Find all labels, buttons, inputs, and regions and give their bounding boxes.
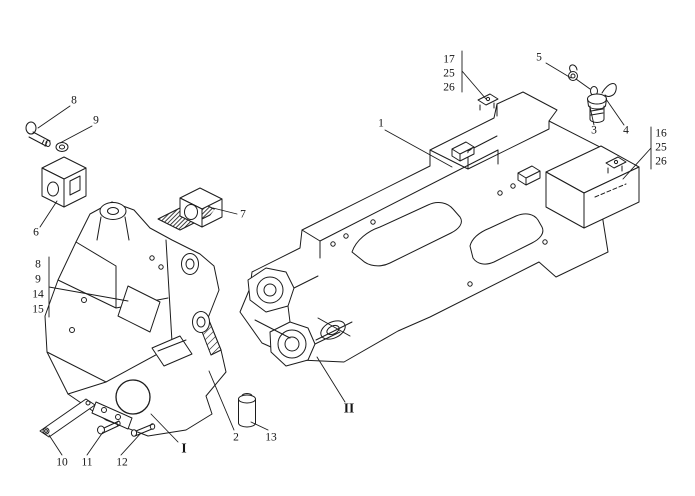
callout-8-left: 8: [35, 258, 41, 271]
callout-2: 2: [233, 431, 239, 444]
bolt-11-art: [97, 420, 121, 435]
callout-5: 5: [536, 51, 542, 64]
callout-11: 11: [81, 456, 93, 469]
washer-9-art: [55, 142, 69, 152]
bracket-6-art: [41, 156, 87, 208]
callout-25-right: 25: [655, 141, 667, 154]
callout-13: 13: [265, 431, 277, 444]
callout-26-right: 26: [655, 155, 667, 168]
cotter-pin-5-art: [568, 64, 598, 96]
rear-frame-art: [239, 91, 640, 367]
callout-14: 14: [32, 288, 44, 301]
leader-lines: [37, 50, 652, 456]
callout-25-left: 25: [443, 67, 455, 80]
callout-4: 4: [623, 124, 629, 137]
callout-3: 3: [591, 124, 597, 137]
callout-7: 7: [240, 208, 246, 221]
callout-17: 17: [443, 53, 455, 66]
callout-9-left: 9: [35, 273, 41, 286]
bracket-7-art: [179, 187, 223, 228]
callout-12: 12: [116, 456, 128, 469]
callout-1: 1: [378, 117, 384, 130]
breather-plug-3-4-art: [587, 83, 617, 123]
pin-13-art: [238, 393, 256, 428]
callout-15: 15: [32, 303, 44, 316]
callout-8-bolt: 8: [71, 94, 77, 107]
callout-6: 6: [33, 226, 39, 239]
callout-10: 10: [56, 456, 68, 469]
callout-9-washer: 9: [93, 114, 99, 127]
strip-10-art: [39, 398, 96, 438]
callout-26-left: 26: [443, 81, 455, 94]
front-frame-art: [44, 187, 227, 437]
bolt-8-art: [25, 121, 51, 147]
section-marker-II: II: [343, 400, 355, 416]
pin-12-art: [130, 423, 156, 437]
callout-16: 16: [655, 127, 667, 140]
section-marker-I: I: [181, 440, 187, 456]
